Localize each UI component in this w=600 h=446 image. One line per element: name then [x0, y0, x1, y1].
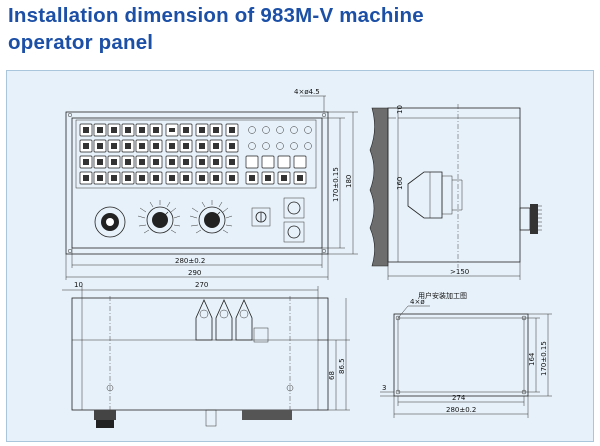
- title-line-2: operator panel: [8, 31, 154, 54]
- side-knob-icon: [407, 171, 463, 219]
- cutout-note: 用户安装加工图: [418, 291, 467, 300]
- side-height: 160: [396, 177, 404, 190]
- side-top-offset: 10: [396, 105, 404, 114]
- front-inner-frame: [71, 117, 323, 249]
- bottom-body: [71, 297, 329, 411]
- bottom-foot-icon: [242, 410, 292, 420]
- bottom-foot-icon: [94, 410, 116, 420]
- front-height-outer: 180: [345, 175, 353, 188]
- cutout-height-outer: 170±0.15: [540, 341, 548, 376]
- rear-knob-icon: [519, 204, 542, 234]
- cutout-width-inner: 274: [452, 394, 466, 402]
- key-grid: [75, 119, 317, 189]
- mounting-wall: [369, 107, 389, 267]
- front-width-inner: 280±0.2: [175, 257, 205, 265]
- bottom-height-1: 68: [328, 371, 336, 380]
- emergency-stop-icon: [94, 206, 126, 238]
- bottom-width: 270: [195, 281, 208, 289]
- cutout-width-outer: 280±0.2: [446, 406, 476, 414]
- key-switch-icon: [251, 207, 271, 227]
- screw-hole-icon: [67, 248, 73, 254]
- feed-override-knob-icon: [137, 200, 181, 234]
- bottom-connectors-icon: [195, 299, 269, 343]
- cycle-buttons-icon: [283, 197, 305, 243]
- title-line-1: Installation dimension of 983M-V machine: [8, 4, 424, 27]
- screw-hole-icon: [67, 112, 73, 118]
- bottom-shaft-icon: [205, 409, 217, 427]
- front-outer-frame: [65, 111, 329, 255]
- bottom-foot-icon: [96, 420, 114, 428]
- bottom-height-2: 86.5: [338, 358, 346, 374]
- bottom-view: 270 10 68 86.5: [62, 281, 350, 428]
- cutout-hole-spec: 4×ø: [410, 298, 425, 306]
- cutout-inner: [397, 317, 525, 393]
- side-depth: >150: [450, 268, 469, 276]
- page-title: Installation dimension of 983M-V machine…: [8, 2, 424, 56]
- screw-hole-icon: [321, 112, 327, 118]
- side-enclosure: [387, 107, 521, 263]
- front-hole-spec: 4×ø4.5: [294, 88, 320, 96]
- bottom-left-offset: 10: [74, 281, 83, 289]
- front-view: 280±0.2 290 170±0.15 180 4×ø4.5: [65, 88, 358, 280]
- front-height-inner: 170±0.15: [332, 167, 340, 202]
- cutout-side-offset: 3: [382, 384, 386, 392]
- cutout-height-inner: 164: [528, 352, 536, 366]
- cutout-view: 用户安装加工图 4×ø 274 280±0.2 164 170±0.15 3: [380, 291, 552, 418]
- spindle-override-knob-icon: [189, 200, 233, 234]
- screw-hole-icon: [321, 248, 327, 254]
- key-area-border: [75, 119, 317, 189]
- front-width-outer: 290: [188, 269, 201, 277]
- side-view: >150 10 160: [369, 104, 542, 280]
- cutout-outer: [393, 313, 529, 397]
